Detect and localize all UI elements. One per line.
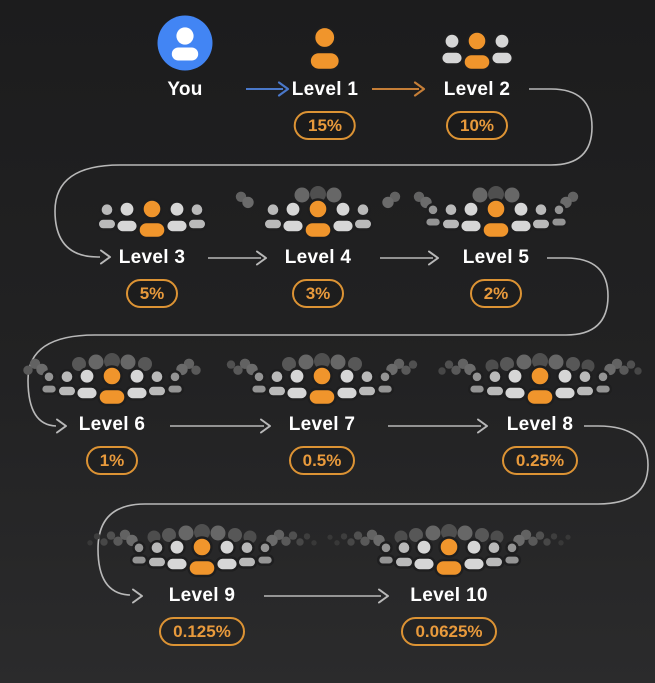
node-level-3: Level 3 5% — [90, 184, 214, 308]
crowd-icon — [434, 16, 520, 72]
arrowhead-icon — [413, 81, 426, 97]
crowd-icon — [18, 351, 206, 407]
node-label: Level 2 — [443, 79, 511, 100]
percent-badge: 10% — [445, 111, 509, 140]
node-level-2: Level 2 10% — [434, 16, 520, 140]
percent-badge: 0.5% — [288, 446, 356, 475]
percent-badge: 2% — [469, 279, 523, 308]
node-label: Level 7 — [288, 414, 356, 435]
node-level-6: Level 6 1% — [18, 351, 206, 475]
node-label: Level 6 — [78, 414, 146, 435]
crowd-icon — [90, 184, 214, 240]
node-level-5: Level 5 2% — [409, 184, 583, 308]
arrow-level-1-to-level-2 — [372, 81, 426, 97]
node-label: Level 9 — [168, 585, 236, 606]
single-person-icon — [297, 16, 353, 72]
node-label: Level 1 — [291, 79, 359, 100]
node-level-4: Level 4 3% — [231, 184, 405, 308]
arrowhead-icon — [277, 81, 290, 97]
node-level-8: Level 8 0.25% — [432, 351, 648, 475]
arrow-you-to-level-1 — [246, 81, 290, 97]
node-level-1: Level 1 15% — [292, 16, 359, 140]
node-label: Level 10 — [410, 585, 488, 606]
node-level-7: Level 7 0.5% — [221, 351, 423, 475]
percent-badge: 0.25% — [501, 446, 579, 475]
percent-badge: 15% — [293, 111, 357, 140]
percent-badge: 0.0625% — [401, 617, 497, 646]
percent-badge: 1% — [85, 446, 139, 475]
crowd-icon — [409, 184, 583, 240]
crowd-icon — [80, 522, 324, 578]
crowd-icon — [221, 351, 423, 407]
user-avatar-icon — [156, 15, 214, 72]
crowd-icon — [231, 184, 405, 240]
node-level-10: Level 10 0.0625% — [320, 522, 578, 646]
crowd-icon — [432, 351, 648, 407]
node-label: You — [167, 79, 203, 100]
crowd-icon — [320, 522, 578, 578]
percent-badge: 3% — [291, 279, 345, 308]
node-level-9: Level 9 0.125% — [80, 522, 324, 646]
node-label: Level 4 — [284, 247, 352, 268]
percent-badge: 5% — [125, 279, 179, 308]
node-label: Level 5 — [462, 247, 530, 268]
percent-badge: 0.125% — [159, 617, 245, 646]
node-you: You — [156, 15, 214, 102]
node-label: Level 3 — [118, 247, 186, 268]
node-label: Level 8 — [506, 414, 574, 435]
